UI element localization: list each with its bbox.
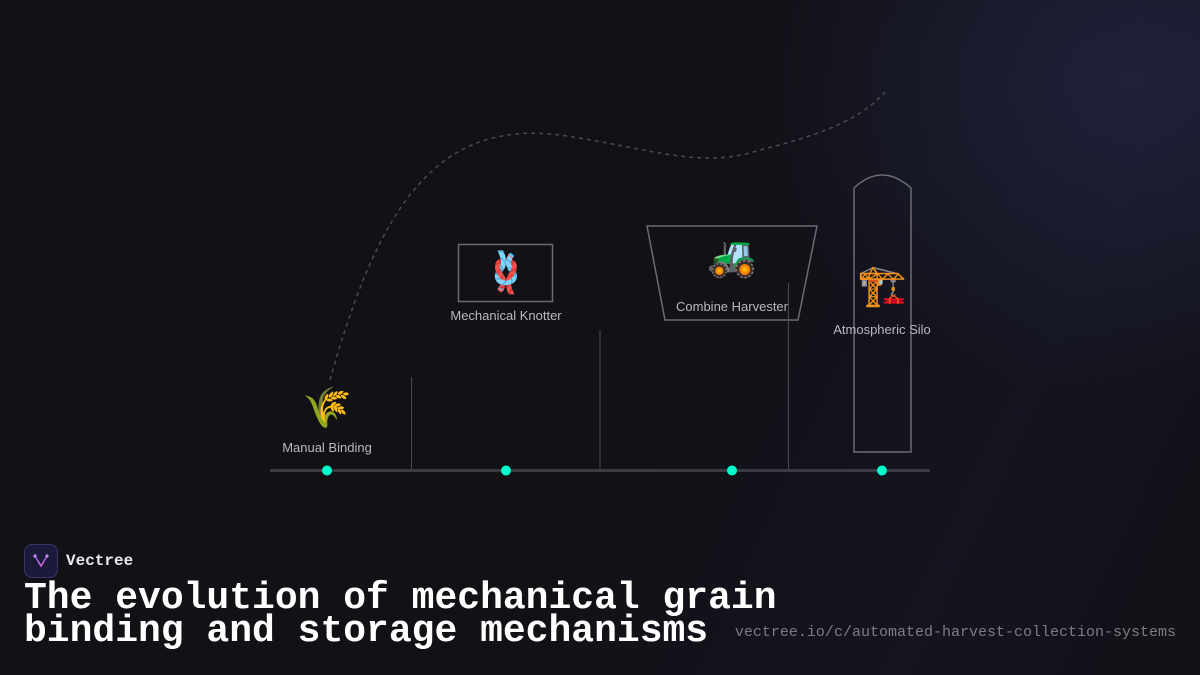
knotter-frame [457, 243, 554, 303]
timeline-dot-manual-binding [322, 465, 332, 476]
source-url: vectree.io/c/automated-harvest-collectio… [734, 624, 1176, 641]
page-title: The evolution of mechanical grain bindin… [24, 577, 777, 653]
milestone-label-manual-binding: Manual Binding [282, 440, 372, 455]
knot-icon: 🪢 [481, 250, 531, 296]
timeline-dot-mechanical-knotter [501, 465, 511, 476]
trajectory-curve [329, 91, 886, 381]
tractor-icon: 🚜 [707, 234, 757, 280]
milestone-label-atmospheric-silo: Atmospheric Silo [833, 322, 931, 337]
brand: Vectree [24, 544, 133, 578]
brand-name: Vectree [66, 552, 134, 570]
silo-outline [853, 174, 912, 453]
vectree-logo-icon [24, 544, 58, 578]
milestone-label-combine-harvester: Combine Harvester [676, 299, 788, 314]
timeline-dot-atmospheric-silo [877, 465, 887, 476]
milestone-label-mechanical-knotter: Mechanical Knotter [450, 308, 562, 323]
harvester-hopper [646, 225, 818, 321]
timeline-dot-combine-harvester [727, 465, 737, 476]
building-construction-icon: 🏗️ [857, 263, 907, 309]
sheaf-of-rice-icon: 🌾 [302, 385, 352, 431]
